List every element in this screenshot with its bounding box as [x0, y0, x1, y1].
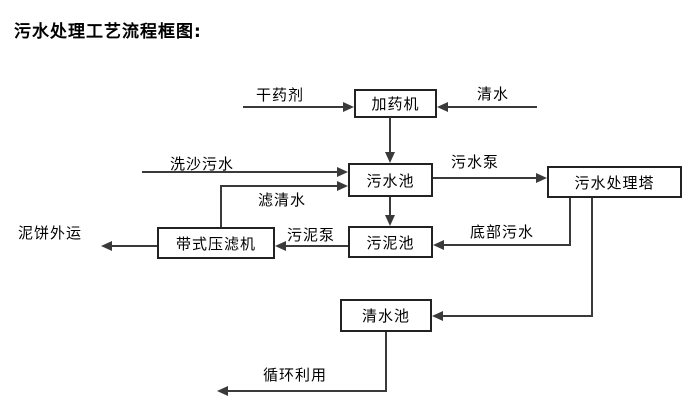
- line-sewage-pump: [433, 177, 536, 179]
- label-mud-cake-out: 泥饼外运: [18, 224, 83, 242]
- arrowhead-sand-washing-into-sewage-icon: [337, 167, 348, 177]
- arrowhead-mud-cake-out-icon: [101, 241, 112, 251]
- line-sand-washing-sewage: [142, 171, 338, 173]
- line-mud-cake-out: [112, 245, 157, 247]
- node-clean-water-pool: 清水池: [340, 299, 432, 332]
- line-sludge-pump: [286, 245, 348, 247]
- label-dry-chemical: 干药剂: [256, 86, 305, 104]
- arrowhead-sewage-pump-into-tower-icon: [536, 173, 547, 183]
- arrowhead-sewage-to-sludge-icon: [385, 215, 395, 226]
- line-bottom-sewage-vertical: [569, 198, 571, 246]
- line-dosing-to-sewage: [389, 117, 391, 153]
- label-bottom-sewage: 底部污水: [470, 223, 535, 241]
- arrowhead-filtered-water-into-sewage-icon: [337, 181, 348, 191]
- line-recycle-vertical: [385, 332, 387, 391]
- line-tower-to-clean-vertical: [591, 198, 593, 317]
- label-filtered-water: 滤清水: [258, 191, 307, 209]
- arrowhead-bottom-sewage-into-sludge-icon: [433, 240, 444, 250]
- line-tower-to-clean-horizontal: [443, 315, 593, 317]
- arrowhead-recycle-use-icon: [217, 386, 228, 396]
- arrowhead-dry-chemical-into-dosing-icon: [343, 102, 354, 112]
- line-dry-chemical: [243, 106, 344, 108]
- page-title: 污水处理工艺流程框图:: [14, 22, 202, 42]
- label-clean-water: 清水: [477, 85, 510, 103]
- arrowhead-tower-into-clean-pool-icon: [432, 311, 443, 321]
- label-sand-washing-sewage: 洗沙污水: [170, 155, 235, 173]
- arrowhead-dosing-to-sewage-icon: [385, 152, 395, 163]
- line-filtered-water-horizontal: [220, 185, 337, 187]
- node-sludge-pool: 污泥池: [348, 226, 433, 258]
- line-recycle-horizontal: [228, 390, 387, 392]
- node-treatment-tower: 污水处理塔: [547, 166, 682, 198]
- line-sewage-to-sludge: [389, 197, 391, 215]
- node-dosing-machine: 加药机: [354, 89, 437, 118]
- node-belt-filter-press: 带式压滤机: [157, 227, 275, 259]
- line-clean-water: [447, 106, 537, 108]
- line-bottom-sewage-horizontal: [444, 244, 571, 246]
- label-recycle-use: 循环利用: [263, 366, 328, 384]
- label-sludge-pump: 污泥泵: [287, 226, 336, 244]
- arrowhead-sludge-pump-into-press-icon: [275, 241, 286, 251]
- arrowhead-clean-water-into-dosing-icon: [437, 102, 448, 112]
- label-sewage-pump: 污水泵: [451, 153, 500, 171]
- line-filtered-water-vertical: [220, 186, 222, 227]
- node-sewage-pool: 污水池: [348, 163, 433, 197]
